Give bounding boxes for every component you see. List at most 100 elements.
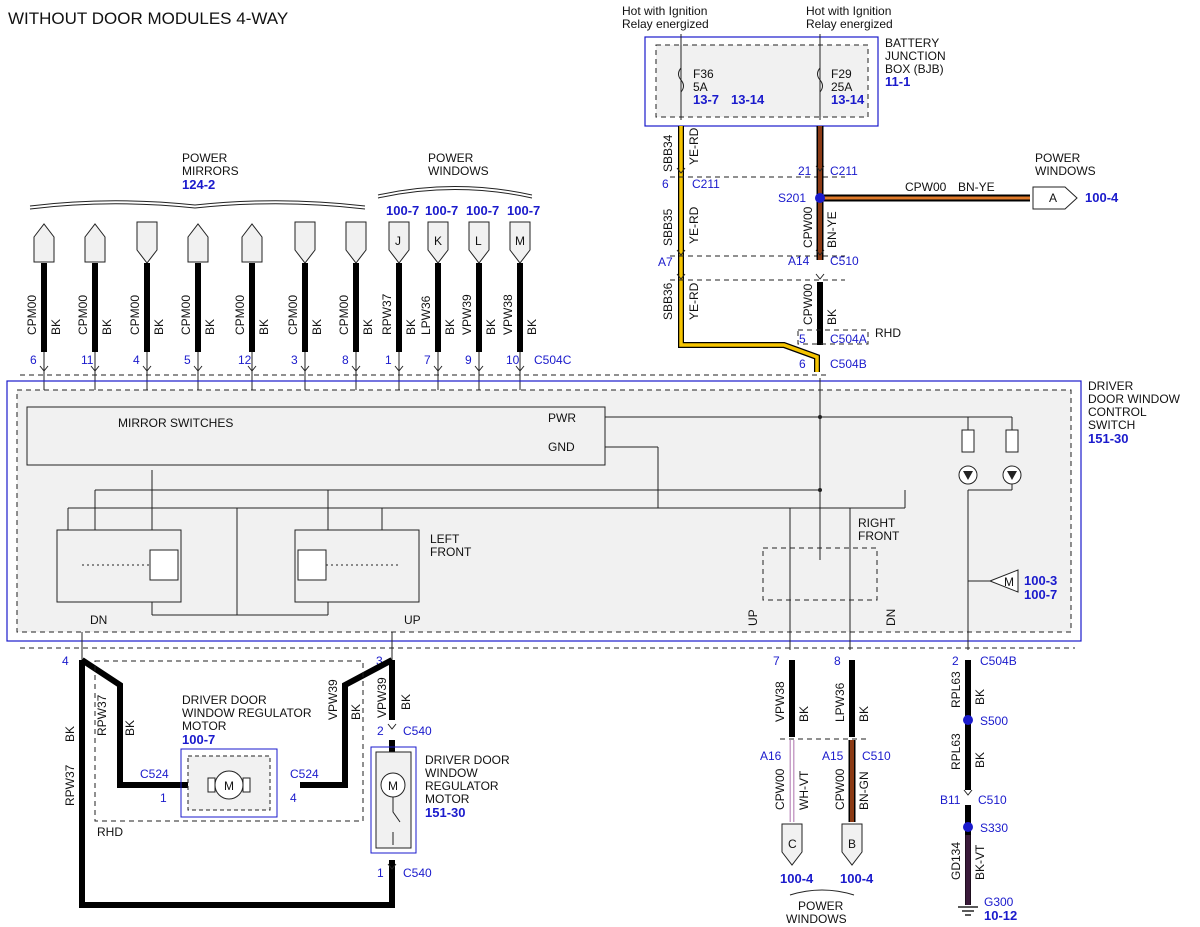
pin-circuit-label: CPM00 [233, 295, 247, 335]
g300-label: G300 [984, 895, 1014, 909]
motor-rhd-1: DRIVER DOOR [182, 693, 267, 707]
dn-left: DN [90, 613, 107, 627]
c211-right: C211 [830, 164, 858, 178]
motor-rhd-ref: 100-7 [182, 732, 215, 747]
power-windows-bottom-2: WINDOWS [786, 912, 847, 926]
cpw00-b-label: CPW00 [833, 768, 847, 810]
lpw36-color: BK [857, 706, 871, 722]
pin-number-label: 3 [291, 353, 298, 367]
pin-number-label: 10 [506, 353, 520, 367]
motor-name-4: MOTOR [425, 792, 470, 806]
rpl63-label: RPL63 [949, 671, 963, 708]
switch-name-3: CONTROL [1088, 405, 1147, 419]
pin7-label: 7 [773, 654, 780, 668]
vpw39-color: BK [349, 704, 363, 720]
letter-c: C [788, 837, 797, 851]
pin8-label: 8 [834, 654, 841, 668]
a15-label: A15 [822, 749, 844, 763]
splice-s201-label: S201 [778, 191, 806, 205]
fuse-f29-ref: 13-14 [831, 92, 865, 107]
pwr-label: PWR [548, 411, 576, 425]
power-windows-right-1: POWER [1035, 151, 1081, 165]
b11-label: B11 [940, 793, 961, 807]
c524-right: C524 [290, 767, 319, 781]
vpw39-label: VPW39 [326, 679, 340, 720]
cpw00-low-label: CPW00 [801, 283, 815, 325]
cpw00-mid-label: CPW00 [801, 206, 815, 248]
motor-ref: 151-30 [425, 805, 465, 820]
bjb-ref: 11-1 [885, 74, 910, 89]
mirror-switches-block [26, 406, 606, 466]
pw-letter-k: K [434, 234, 442, 248]
c504a-pin: 5 [799, 332, 806, 346]
s500-label: S500 [980, 714, 1008, 728]
c524-left-pin: 1 [160, 791, 167, 805]
gd134-label: GD134 [949, 842, 963, 880]
bjb-name-1: BATTERY [885, 36, 939, 50]
bjb-name-3: BOX (BJB) [885, 62, 944, 76]
pin-color-label: BK [152, 319, 166, 335]
switch-ref: 151-30 [1088, 431, 1128, 446]
pw-letter-l: L [475, 234, 482, 248]
sbb36-color: YE-RD [687, 282, 701, 320]
ref-c: 100-4 [780, 871, 814, 886]
power-windows-b-arrow [841, 823, 863, 866]
rpw37-inner-color: BK [123, 720, 137, 736]
cpw00-top-label: CPW00 [905, 180, 947, 194]
pin-number-label: 9 [465, 353, 472, 367]
pin-number-label: 11 [81, 353, 94, 367]
pin-color-label: BK [361, 319, 375, 335]
c510-right-pin: A14 [788, 254, 810, 268]
cpw00-low-color: BK [825, 309, 839, 325]
pin-circuit-label: VPW39 [460, 294, 474, 335]
fuse-f36-ref2: 13-14 [731, 92, 765, 107]
up-left: UP [404, 613, 421, 627]
bjb-inner [655, 44, 869, 118]
motor-ref-1: 100-3 [1024, 573, 1057, 588]
g300-ref: 10-12 [984, 908, 1017, 923]
pin2-label: 2 [952, 654, 959, 668]
s330-label: S330 [980, 821, 1008, 835]
power-windows-a-letter: A [1049, 191, 1057, 205]
motor-name-3: REGULATOR [425, 779, 499, 793]
motor-rhd-3: MOTOR [182, 719, 227, 733]
power-windows-a-arrow [1032, 186, 1078, 210]
c540-top: C540 [403, 724, 432, 738]
cpw00-c-label: CPW00 [773, 768, 787, 810]
power-windows-bottom-1: POWER [798, 899, 844, 913]
pin-color-label: BK [257, 319, 271, 335]
right-front-switch [762, 547, 878, 601]
fuse-f29-icon [817, 67, 823, 93]
mirror-connector-shapes [33, 221, 367, 264]
lpw36-label: LPW36 [833, 682, 847, 722]
window-connector-shapes [388, 221, 531, 264]
pin-number-label: 12 [238, 353, 252, 367]
pin-color-label: BK [49, 319, 63, 335]
c540-top-pin: 2 [377, 724, 384, 738]
c524-left: C524 [140, 767, 169, 781]
power-windows-top-1: POWER [428, 151, 474, 165]
fuse-f29-name: F29 [831, 67, 852, 81]
feed-left-line2: Relay energized [622, 17, 709, 31]
c504b-pin: 6 [799, 357, 806, 371]
switch-outline [6, 380, 1082, 642]
sbb35-label: SBB35 [661, 208, 675, 246]
vpw38-label: VPW38 [773, 681, 787, 722]
switch-name-2: DOOR WINDOW [1088, 392, 1181, 406]
fuse-f29-rating: 25A [831, 80, 852, 94]
pin-circuit-label: CPM00 [179, 295, 193, 335]
pin-circuit-label: CPM00 [25, 295, 39, 335]
resistor-icon [961, 429, 975, 453]
motor-letter: M [388, 779, 398, 793]
gnd-label: GND [548, 440, 575, 454]
fuse-f36-rating: 5A [693, 80, 708, 94]
vpw39-right-color: BK [399, 694, 413, 710]
power-windows-a-ref: 100-4 [1085, 190, 1119, 205]
letter-b: B [848, 837, 856, 851]
rpl63-color: BK [973, 689, 987, 705]
pin-circuit-label: CPM00 [286, 295, 300, 335]
right-front-2: FRONT [858, 529, 900, 543]
bottom-right-wires [789, 660, 971, 905]
power-mirrors-2: MIRRORS [182, 164, 239, 178]
